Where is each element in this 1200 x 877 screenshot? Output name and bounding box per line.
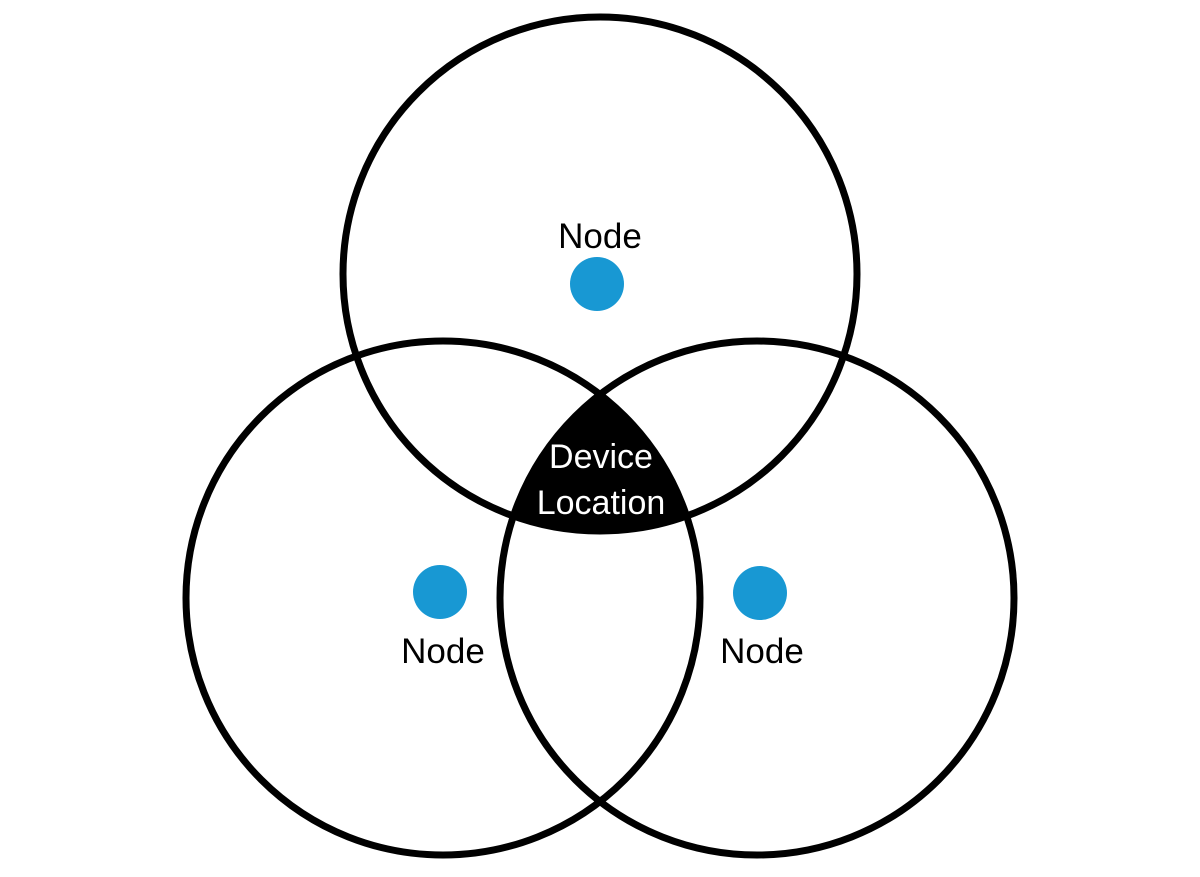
node-dot-left [413, 565, 467, 619]
intersection-clip-group [500, 341, 700, 531]
node-label-top: Node [558, 217, 642, 256]
node-label-left: Node [401, 632, 485, 671]
device-location-label-line2: Location [537, 484, 666, 522]
node-dot-right [733, 566, 787, 620]
device-location-label-line1: Device [549, 438, 653, 476]
node-label-right: Node [720, 632, 804, 671]
range-circle-right [496, 337, 1018, 859]
device-location-region [500, 341, 700, 531]
node-dot-top [570, 257, 624, 311]
range-circle-top [339, 13, 861, 535]
range-circle-left [182, 337, 704, 859]
